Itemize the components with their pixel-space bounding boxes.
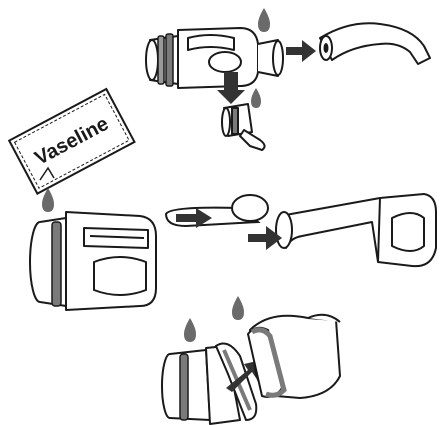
gasket-ring <box>180 354 188 420</box>
connector-body-large <box>30 212 156 310</box>
step-1-group <box>146 8 430 150</box>
lubricant-drop-icon <box>251 88 261 108</box>
gasket-ring <box>52 222 61 306</box>
lubricant-drop-icon <box>42 188 54 212</box>
nozzle-piece <box>222 104 265 150</box>
lubricant-drop-icon <box>258 8 270 32</box>
gasket-ring <box>166 34 173 86</box>
lubricant-drop-icon <box>232 296 244 320</box>
curved-tube <box>320 23 430 64</box>
direction-arrow-icon <box>286 40 316 62</box>
step-3-group <box>162 296 340 424</box>
gasket-ring <box>158 36 164 84</box>
step-2-group <box>30 194 436 310</box>
elbow-tube <box>276 194 436 266</box>
cushion-cup <box>248 315 340 398</box>
vaseline-packet: Vaseline <box>9 89 134 194</box>
lubricant-drop-icon <box>184 318 196 342</box>
